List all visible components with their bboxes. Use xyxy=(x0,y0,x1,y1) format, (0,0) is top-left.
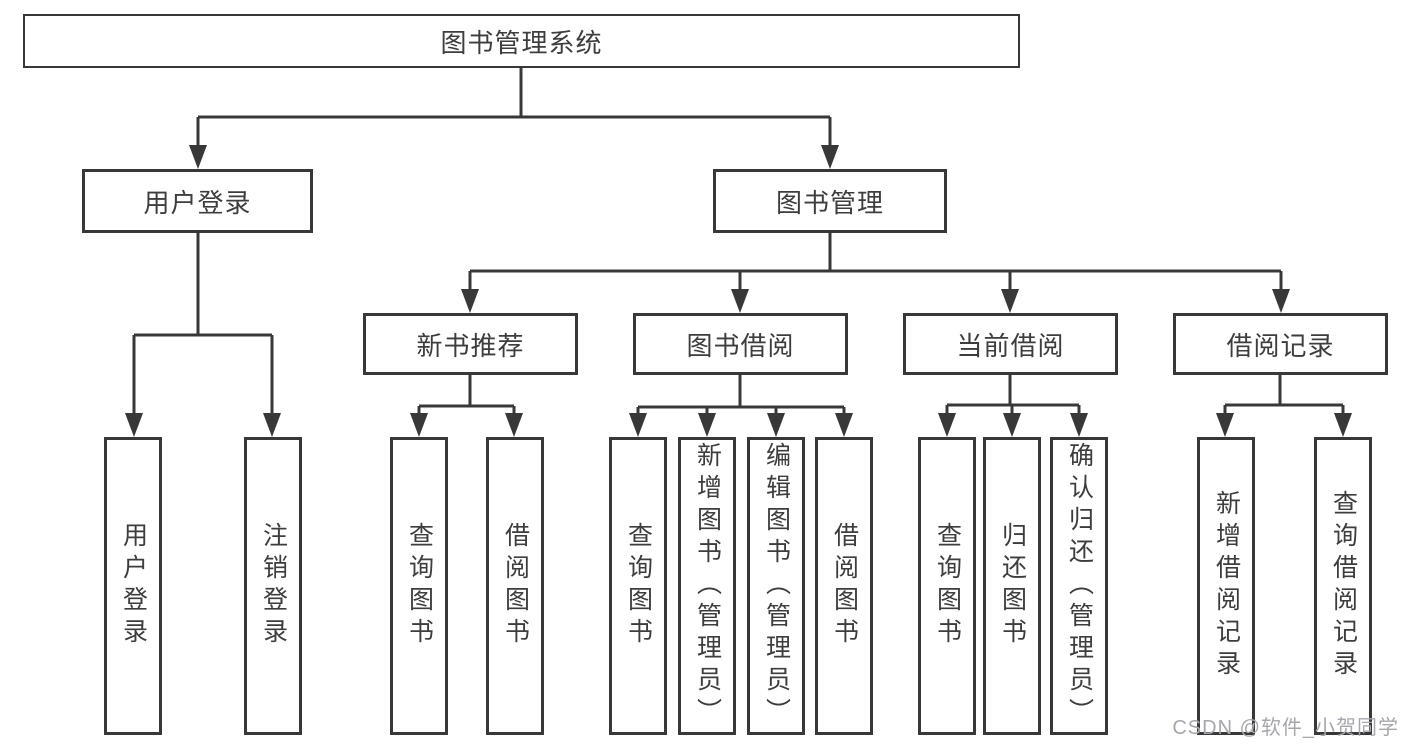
node-borrowing-records-box: 借阅记录 xyxy=(1173,313,1388,375)
watermark-text: CSDN @软件_小贺同学 xyxy=(1172,717,1399,739)
leaf-add-borrow-record-box: 新增借阅记录 xyxy=(1197,437,1255,735)
leaf-user-login-box: 用户登录 xyxy=(104,437,162,735)
leaf-add-books-admin-box: 新增图书（管理员） xyxy=(678,437,736,735)
leaf-user-login-label: 用户登录 xyxy=(119,522,148,650)
leaf-edit-books-admin-box: 编辑图书（管理员） xyxy=(747,437,805,735)
node-current-borrowing-box: 当前借阅 xyxy=(903,313,1118,375)
leaf-logout-label: 注销登录 xyxy=(259,522,288,650)
leaf-return-books-box: 归还图书 xyxy=(983,437,1041,735)
leaf-add-borrow-record-label: 新增借阅记录 xyxy=(1212,490,1241,682)
leaf-borrow-books-borrowing-box: 借阅图书 xyxy=(815,437,873,735)
node-new-books-label: 新书推荐 xyxy=(416,330,525,361)
leaf-add-books-admin-label: 新增图书（管理员） xyxy=(693,442,722,730)
leaf-borrow-books-newbooks-label: 借阅图书 xyxy=(501,522,530,650)
leaf-edit-books-admin-label: 编辑图书（管理员） xyxy=(762,442,791,730)
leaf-query-books-borrowing-label: 查询图书 xyxy=(624,522,653,650)
node-user-login-box: 用户登录 xyxy=(82,169,313,233)
leaf-confirm-return-admin-box: 确认归还（管理员） xyxy=(1050,437,1108,735)
node-book-management-label: 图书管理 xyxy=(775,187,884,218)
connector-lines xyxy=(132,68,1345,415)
node-book-management-box: 图书管理 xyxy=(713,169,947,233)
leaf-confirm-return-admin-label: 确认归还（管理员） xyxy=(1065,442,1094,730)
node-user-login-label: 用户登录 xyxy=(143,187,252,218)
node-new-books-box: 新书推荐 xyxy=(363,313,578,375)
leaf-return-books-label: 归还图书 xyxy=(998,522,1027,650)
leaf-logout-box: 注销登录 xyxy=(244,437,302,735)
leaf-query-books-borrowing-box: 查询图书 xyxy=(609,437,667,735)
node-book-borrowing-label: 图书借阅 xyxy=(686,330,795,361)
leaf-query-borrow-record-label: 查询借阅记录 xyxy=(1329,490,1358,682)
leaf-query-books-current-box: 查询图书 xyxy=(918,437,976,735)
arrowhead-icons xyxy=(125,145,1352,437)
leaf-query-books-current-label: 查询图书 xyxy=(933,522,962,650)
node-current-borrowing-label: 当前借阅 xyxy=(956,330,1065,361)
leaf-query-books-newbooks-box: 查询图书 xyxy=(390,437,448,735)
node-root-label: 图书管理系统 xyxy=(440,27,603,58)
leaf-query-borrow-record-box: 查询借阅记录 xyxy=(1314,437,1372,735)
leaf-borrow-books-borrowing-label: 借阅图书 xyxy=(830,522,859,650)
leaf-query-books-newbooks-label: 查询图书 xyxy=(405,522,434,650)
leaf-borrow-books-newbooks-box: 借阅图书 xyxy=(486,437,544,735)
node-book-borrowing-box: 图书借阅 xyxy=(633,313,848,375)
node-borrowing-records-label: 借阅记录 xyxy=(1226,330,1335,361)
node-root-box: 图书管理系统 xyxy=(23,14,1020,68)
